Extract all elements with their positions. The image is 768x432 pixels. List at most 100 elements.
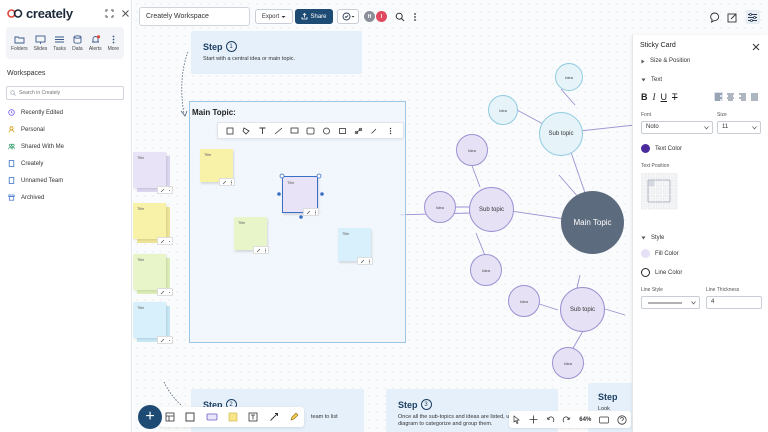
text-section[interactable]: Text bbox=[641, 77, 662, 83]
font-size-select[interactable]: 11 bbox=[717, 121, 761, 134]
sticky-mini-toolbar[interactable] bbox=[157, 336, 173, 344]
export-button[interactable]: Export bbox=[255, 9, 293, 24]
nav-more[interactable]: More bbox=[108, 35, 119, 52]
close-sidebar-icon[interactable] bbox=[120, 8, 130, 18]
sidebar-item-archived[interactable]: Archived bbox=[8, 189, 126, 206]
document-title[interactable]: Creately Workspace bbox=[139, 7, 250, 26]
sidebar-item-creately[interactable]: Creately bbox=[8, 155, 126, 172]
nav-slides[interactable]: Slides bbox=[34, 35, 47, 52]
text-color-row[interactable]: Text Color bbox=[641, 144, 682, 153]
text-color-swatch[interactable] bbox=[641, 144, 650, 153]
underline-button[interactable]: U bbox=[660, 92, 668, 102]
subtopic-node-left[interactable]: Sub topic bbox=[469, 187, 514, 232]
avatar[interactable]: I bbox=[376, 11, 387, 22]
image-icon[interactable] bbox=[306, 127, 315, 135]
sticky-mini-toolbar[interactable] bbox=[157, 186, 173, 194]
expand-icon[interactable] bbox=[104, 8, 114, 18]
main-topic-node[interactable]: Main Topic bbox=[561, 191, 624, 254]
line-color-swatch[interactable] bbox=[641, 268, 650, 277]
idea-node[interactable]: Idea bbox=[424, 191, 456, 223]
line-color-row[interactable]: Line Color bbox=[641, 268, 682, 277]
pen-icon[interactable] bbox=[289, 412, 299, 422]
creately-logo[interactable]: creately bbox=[7, 6, 73, 21]
align-center-icon[interactable] bbox=[726, 92, 735, 101]
workspace-search-input[interactable] bbox=[6, 86, 124, 100]
sticky-note-icon[interactable] bbox=[228, 412, 238, 422]
emoji-icon[interactable] bbox=[322, 127, 331, 135]
sticky-stack-blue[interactable]: Title bbox=[133, 302, 173, 344]
sidebar-item-unnamed-team[interactable]: Unnamed Team bbox=[8, 172, 126, 189]
fill-color-row[interactable]: Fill Color bbox=[641, 249, 679, 258]
step-1-card[interactable]: Step 1 Start with a central idea or main… bbox=[191, 31, 362, 74]
comment-icon[interactable] bbox=[290, 127, 299, 135]
subtopic-node-bottom[interactable]: Sub topic bbox=[560, 287, 605, 332]
magic-icon[interactable] bbox=[370, 127, 379, 135]
connector-icon[interactable] bbox=[269, 412, 279, 422]
sticky-mini-toolbar[interactable] bbox=[253, 246, 269, 254]
templates-icon[interactable] bbox=[165, 412, 175, 422]
text-position-grid[interactable] bbox=[641, 173, 679, 211]
idea-node[interactable]: Idea bbox=[470, 254, 502, 286]
sticky-stack-purple[interactable]: Title bbox=[133, 152, 173, 194]
font-select[interactable]: Noto bbox=[641, 121, 713, 134]
close-icon[interactable] bbox=[751, 42, 761, 52]
nav-alerts[interactable]: Alerts bbox=[89, 34, 102, 52]
share-button[interactable]: Share bbox=[295, 9, 333, 24]
sidebar-item-shared-with-me[interactable]: Shared With Me bbox=[8, 138, 126, 155]
text-icon[interactable] bbox=[258, 127, 267, 135]
selection-handles[interactable] bbox=[277, 172, 325, 220]
sticky-note-purple-selected[interactable]: Title bbox=[282, 176, 319, 216]
sticky-note-yellow[interactable]: Title bbox=[200, 149, 235, 186]
sticky-stack-green[interactable]: Title bbox=[133, 254, 173, 296]
idea-node[interactable]: Idea bbox=[508, 285, 540, 317]
more-vertical-icon[interactable] bbox=[412, 11, 418, 22]
redo-icon[interactable] bbox=[562, 415, 571, 424]
sticky-mini-toolbar[interactable] bbox=[157, 237, 173, 245]
sticky-note-green[interactable]: Title bbox=[234, 217, 269, 254]
zoom-level[interactable]: 64% bbox=[579, 416, 592, 423]
strikethrough-button[interactable]: T bbox=[672, 92, 678, 102]
sticky-note-blue[interactable]: Title bbox=[338, 228, 373, 265]
sticky-mini-toolbar[interactable] bbox=[357, 257, 373, 265]
idea-node[interactable]: Idea bbox=[456, 134, 488, 166]
align-left-icon[interactable] bbox=[714, 92, 723, 101]
rectangle-icon[interactable] bbox=[185, 412, 195, 422]
keyboard-icon[interactable] bbox=[599, 416, 610, 424]
cursor-icon[interactable] bbox=[513, 415, 521, 424]
card-icon[interactable] bbox=[206, 412, 218, 422]
align-right-icon[interactable] bbox=[738, 92, 747, 101]
italic-button[interactable]: I bbox=[652, 92, 656, 102]
sidebar-item-recently-edited[interactable]: Recently Edited bbox=[8, 104, 126, 121]
idea-node[interactable]: Idea bbox=[555, 63, 583, 91]
sticky-stack-yellow[interactable]: Title bbox=[133, 203, 173, 245]
fill-color-swatch[interactable] bbox=[641, 249, 650, 258]
help-icon[interactable] bbox=[617, 414, 627, 425]
idea-node[interactable]: Idea bbox=[488, 95, 518, 125]
collaboration-mode-button[interactable] bbox=[337, 9, 359, 24]
properties-panel-icon[interactable] bbox=[745, 10, 760, 24]
pan-icon[interactable] bbox=[529, 415, 538, 424]
size-position-section[interactable]: Size & Position bbox=[641, 58, 690, 64]
line-style-select[interactable] bbox=[641, 296, 700, 309]
link-icon[interactable] bbox=[354, 127, 363, 135]
undo-icon[interactable] bbox=[546, 415, 555, 424]
nav-tasks[interactable]: Tasks bbox=[53, 35, 66, 52]
frame-icon[interactable] bbox=[338, 127, 347, 135]
comments-icon[interactable] bbox=[708, 11, 720, 23]
idea-node[interactable]: Idea bbox=[552, 347, 584, 379]
line-icon[interactable] bbox=[274, 127, 283, 135]
main-topic-frame[interactable] bbox=[189, 101, 406, 343]
shape-icon[interactable] bbox=[226, 127, 235, 135]
sidebar-item-personal[interactable]: Personal bbox=[8, 121, 126, 138]
nav-data[interactable]: Data bbox=[72, 34, 83, 52]
sticky-mini-toolbar[interactable] bbox=[303, 208, 319, 216]
style-section[interactable]: Style bbox=[641, 235, 664, 241]
subtopic-node-top[interactable]: Sub topic bbox=[539, 112, 583, 156]
search-icon[interactable] bbox=[394, 11, 405, 22]
text-box-icon[interactable] bbox=[248, 412, 258, 422]
line-thickness-input[interactable]: 4 bbox=[706, 296, 762, 309]
edit-notes-icon[interactable] bbox=[727, 11, 739, 23]
sticky-mini-toolbar[interactable] bbox=[219, 178, 235, 186]
more-options-icon[interactable] bbox=[386, 127, 395, 135]
add-shape-button[interactable]: + bbox=[138, 405, 162, 429]
